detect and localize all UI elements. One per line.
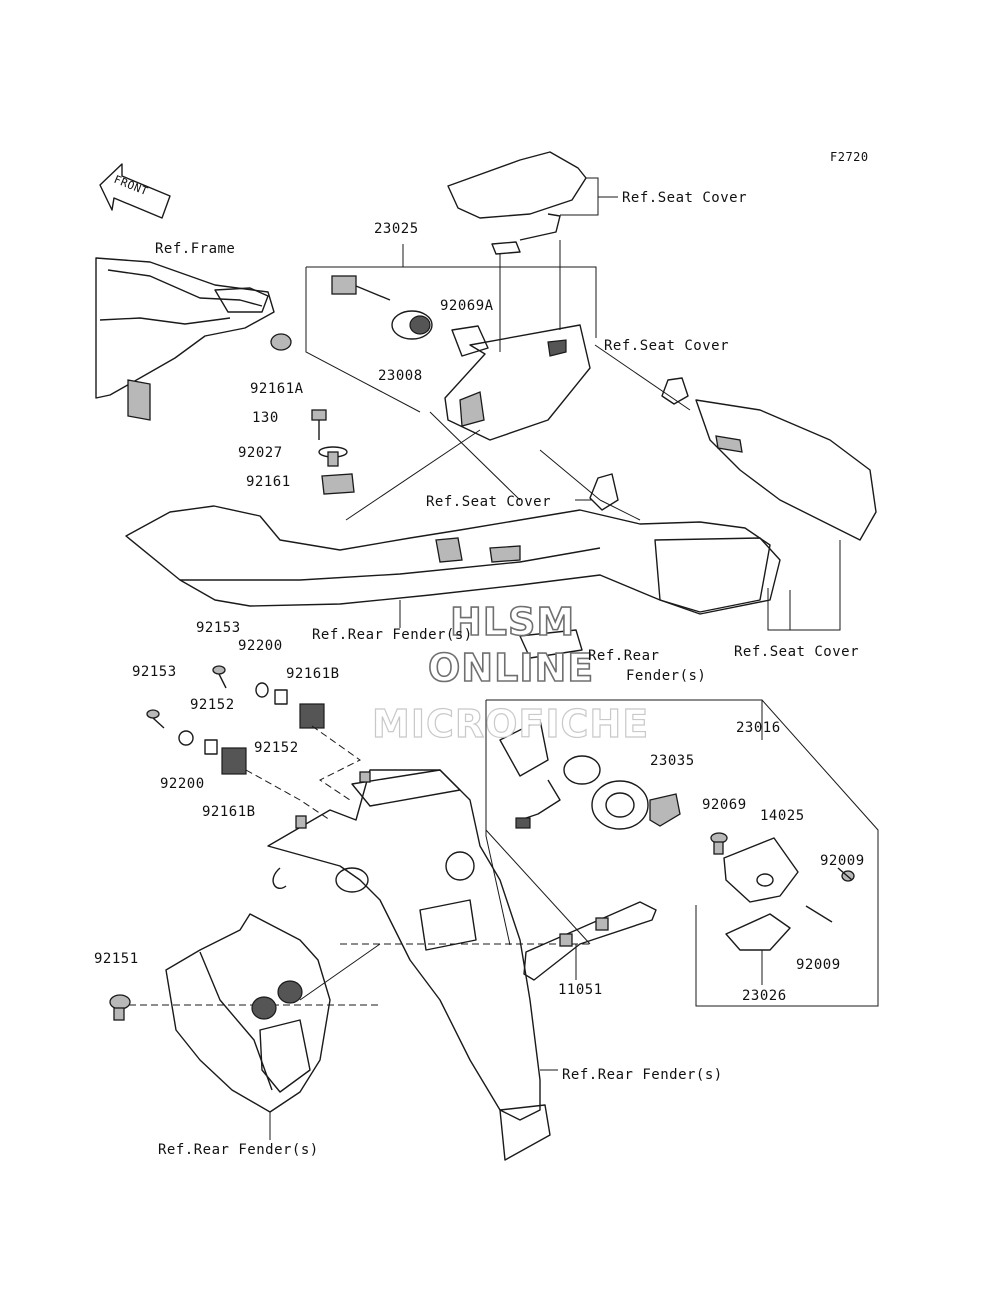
fender-bracket-part [519,629,583,659]
seat-cover-top-part [447,151,618,255]
label-part-92027: 92027 [238,445,283,461]
seat-cover-side-part [575,377,877,631]
label-part-23025: 23025 [374,221,419,237]
grommet-92161B-upper [299,703,325,729]
watermark-line-2: ONLINE [427,645,595,691]
watermark-line-3: MICROFICHE [371,701,650,746]
label-part-92200-lower: 92200 [160,776,205,792]
dashed-assembly-lines [118,725,590,1006]
taillight-assembly-23025 [305,240,597,441]
lower-leader-lines [269,829,591,1140]
label-part-14025: 14025 [760,808,805,824]
grommet-92161 [321,473,355,495]
label-part-92152-upper: 92152 [190,697,235,713]
frame-part [95,257,292,421]
label-part-92161B-lower: 92161B [202,804,256,820]
figure-code: F2720 [830,150,869,164]
label-part-11051: 11051 [558,982,603,998]
label-part-23026: 23026 [742,988,787,1004]
label-ref-rear-fender-2b: Fender(s) [626,668,707,684]
label-part-92009-upper: 92009 [820,853,865,869]
label-part-92161: 92161 [246,474,291,490]
label-ref-rear-fender-1: Ref.Rear Fender(s) [312,627,473,643]
front-arrow-icon [99,163,171,219]
collar-92152-lower [204,739,218,755]
label-part-23008: 23008 [378,368,423,384]
label-ref-rear-fender-4: Ref.Rear Fender(s) [158,1142,319,1158]
label-part-92069A: 92069A [440,298,494,314]
label-part-92161A: 92161A [250,381,304,397]
screw-92153-upper [212,665,227,689]
washer-92200-upper [255,682,269,698]
label-part-130: 130 [252,410,279,426]
washer-92200-lower [178,730,194,746]
bolt-92151 [109,994,131,1021]
label-part-92153-upper: 92153 [196,620,241,636]
label-part-92200-upper: 92200 [238,638,283,654]
label-part-23035: 23035 [650,753,695,769]
label-ref-seat-cover-3: Ref.Seat Cover [426,494,552,510]
bolt-130 [311,409,327,440]
label-part-92069: 92069 [702,797,747,813]
screw-92153-lower [146,709,165,729]
label-ref-seat-cover-1: Ref.Seat Cover [622,190,748,206]
label-ref-rear-fender-3: Ref.Rear Fender(s) [562,1067,723,1083]
label-part-92152-lower: 92152 [254,740,299,756]
watermark-line-1: HLSM [449,599,576,645]
license-plate-bracket-part [267,769,551,1161]
label-part-92161B-upper: 92161B [286,666,340,682]
collar-92027 [318,446,348,467]
label-part-92153-lower: 92153 [132,664,177,680]
leader-lines [399,344,691,628]
label-part-92009-lower: 92009 [796,957,841,973]
label-part-23016: 23016 [736,720,781,736]
license-lamp-assembly-23016 [485,699,879,1007]
rear-fender-lower-cover [165,913,331,1113]
label-ref-seat-cover-2: Ref.Seat Cover [604,338,730,354]
label-ref-frame: Ref.Frame [155,241,236,257]
lamp-bracket-11051 [523,901,657,981]
grommet-92161B-lower [221,747,247,775]
collar-92152-upper [274,689,288,705]
label-ref-seat-cover-4: Ref.Seat Cover [734,644,860,660]
label-ref-rear-fender-2a: Ref.Rear [588,648,660,664]
rear-fender-main [125,429,781,615]
label-part-92151: 92151 [94,951,139,967]
